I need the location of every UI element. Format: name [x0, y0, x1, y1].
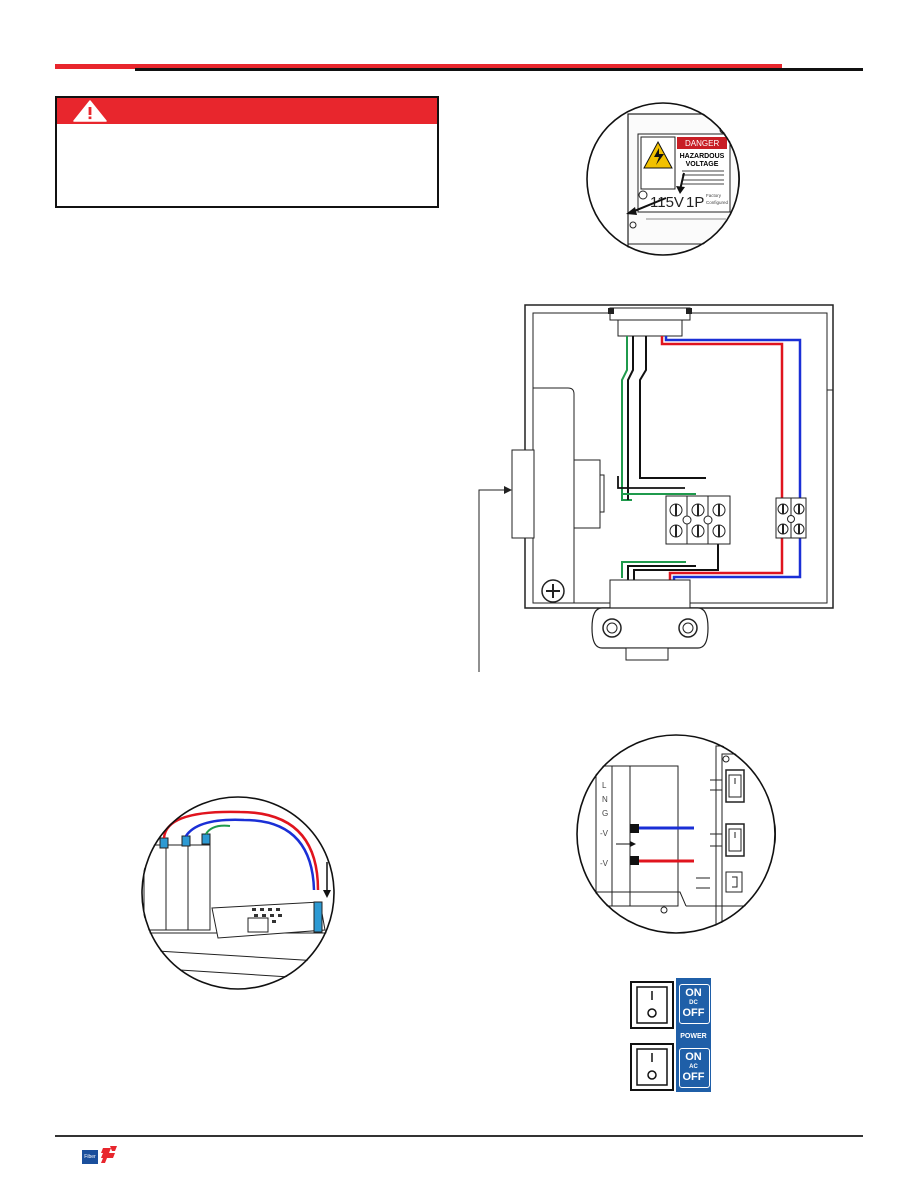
- power-switches: [630, 981, 674, 1091]
- warning-header-bar: [57, 98, 437, 124]
- sticker-phase: 1P: [686, 194, 704, 211]
- terminal-label-2: N: [602, 795, 608, 804]
- header-black-rule: [135, 68, 863, 71]
- warning-triangle-icon: [73, 100, 107, 122]
- terminal-label-4: -V: [600, 829, 609, 838]
- wiring-box-diagram: [478, 304, 834, 672]
- warning-box: [55, 96, 439, 208]
- sticker-title-2: VOLTAGE: [686, 161, 719, 168]
- dc-on-text: ON: [685, 987, 702, 999]
- terminal-label-5: -V: [600, 859, 609, 868]
- terminal-label-1: L: [602, 781, 607, 790]
- terminal-label-3: G: [602, 809, 608, 818]
- sticker-factory: Factory: [706, 193, 722, 198]
- sticker-configured: Configured: [706, 200, 729, 205]
- power-text: POWER: [680, 1033, 707, 1040]
- brand-logo: Fiber: [82, 1150, 98, 1164]
- sticker-voltage: 115V: [650, 194, 684, 211]
- footer-rule: [55, 1135, 863, 1137]
- battery-detail-circle: [141, 796, 335, 990]
- dc-text: DC: [689, 1000, 698, 1006]
- sticker-title-1: HAZARDOUS: [680, 153, 725, 160]
- ac-label-frame: [679, 1048, 710, 1088]
- dc-rocker-switch: [630, 981, 674, 1029]
- ac-rocker-switch: [630, 1043, 674, 1091]
- power-label-panel: ON DC OFF POWER ON AC OFF: [676, 978, 711, 1092]
- ac-text: AC: [689, 1064, 698, 1070]
- sticker-detail-circle: DANGER HAZARDOUS VOLTAGE 115V 1P Factory…: [586, 102, 740, 256]
- terminal-block-left: [665, 495, 731, 545]
- ac-off-text: OFF: [682, 1071, 705, 1083]
- header-red-rule: [55, 64, 782, 69]
- dc-off-text: OFF: [682, 1007, 705, 1019]
- switch-detail-circle: L N G -V -V: [576, 734, 776, 934]
- ac-on-text: ON: [685, 1051, 702, 1063]
- danger-header: [677, 137, 727, 149]
- sticker-danger-text: DANGER: [685, 139, 719, 148]
- terminal-block-right: [775, 497, 807, 539]
- brand-mark-icon: [101, 1146, 117, 1163]
- dc-label-frame: [679, 984, 710, 1024]
